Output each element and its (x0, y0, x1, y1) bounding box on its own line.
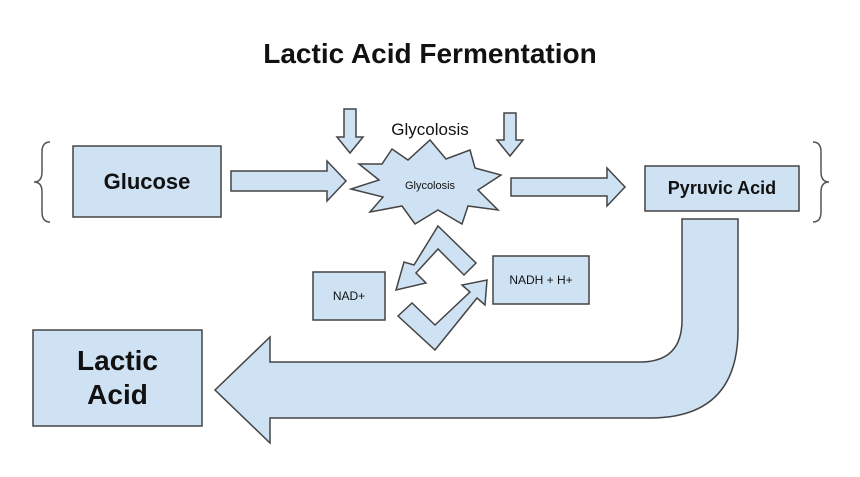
glycolosis-to-pyruvic-arrow (510, 166, 627, 208)
nad-box (312, 271, 386, 321)
pyruvic-acid-box (644, 165, 800, 212)
nadh-box (492, 255, 590, 305)
lactic-acid-box (32, 329, 203, 427)
diagram-title: Lactic Acid Fermentation (263, 38, 597, 69)
down-arrow-left (335, 108, 365, 155)
glucose-to-glycolosis-arrow (230, 159, 348, 203)
glycolosis-starburst (348, 138, 503, 226)
down-arrow-right (495, 112, 525, 158)
right-brace (812, 141, 830, 223)
glycolosis-to-nad-arrow (394, 224, 478, 292)
glucose-box (72, 145, 222, 218)
nad-to-nadh-arrow (396, 279, 488, 352)
left-brace (33, 141, 51, 223)
pyruvic-to-lactic-arrow (213, 218, 739, 445)
